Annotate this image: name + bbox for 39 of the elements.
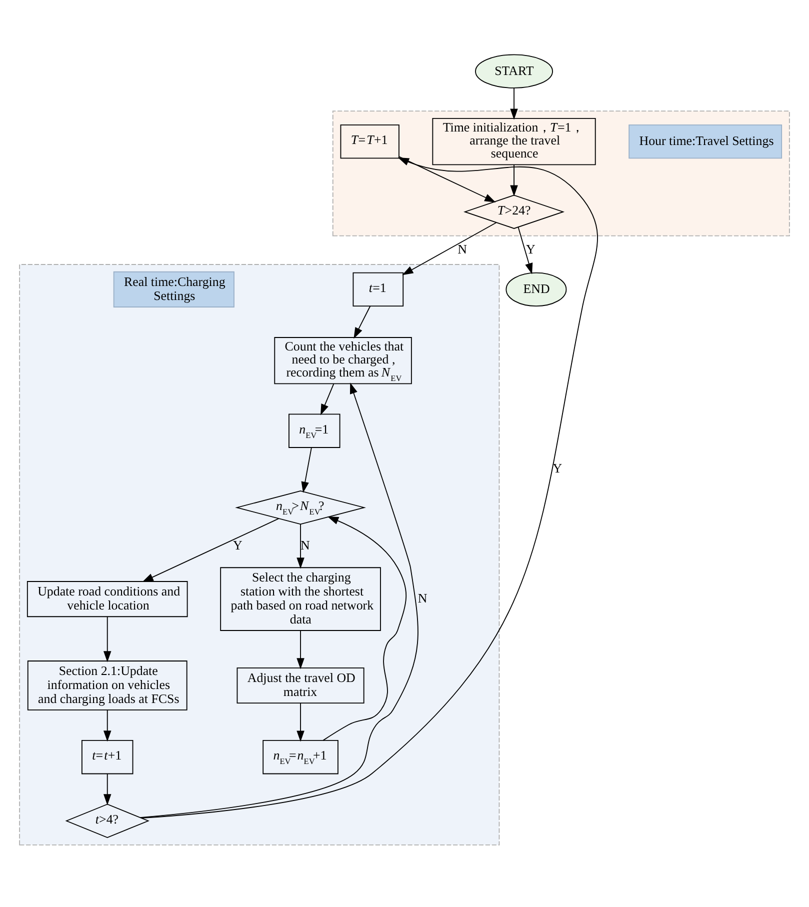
node-diamond: t>4? bbox=[65, 804, 150, 838]
arrow bbox=[103, 710, 112, 742]
node-box: n$_{EV}$=1 bbox=[288, 414, 340, 448]
arrow bbox=[322, 516, 407, 741]
arrow bbox=[296, 524, 304, 569]
arrow bbox=[103, 616, 112, 662]
arrow bbox=[510, 164, 518, 196]
edge-label: Y bbox=[233, 537, 242, 552]
arrow bbox=[140, 157, 598, 819]
arrow bbox=[510, 88, 518, 120]
arrow bbox=[301, 447, 312, 493]
node-box: Hour time:Travel Settings bbox=[628, 124, 782, 159]
node-box: Adjust the travel OD matrix bbox=[236, 667, 364, 704]
arrow bbox=[103, 774, 112, 806]
arrow bbox=[142, 518, 280, 582]
arrow bbox=[398, 156, 496, 202]
node-box: t=1 bbox=[352, 272, 404, 307]
node-box: n$_{EV}$=n$_{EV}$+1 bbox=[262, 740, 338, 774]
arrow bbox=[140, 382, 418, 818]
node-box: Update road conditions and vehicle location bbox=[26, 581, 188, 618]
node-box: t=t+1 bbox=[81, 740, 134, 774]
edge-label: N bbox=[418, 590, 428, 606]
edge-label: N bbox=[458, 242, 467, 257]
node-box: Count the vehicles that need to be charged , recording them as N$_{EV}$ bbox=[274, 337, 412, 384]
node-box: Time initialization，T=1， arrange the travel sequence bbox=[432, 118, 596, 166]
arrow bbox=[354, 306, 371, 339]
edge-label: Y bbox=[526, 242, 536, 257]
edge-label: Y bbox=[552, 460, 562, 476]
arrow bbox=[296, 630, 304, 670]
node-box: T=T+1 bbox=[340, 124, 400, 159]
node-ellipse: END bbox=[506, 272, 567, 307]
arrow bbox=[296, 702, 304, 742]
arrow bbox=[320, 383, 334, 416]
arrow bbox=[518, 226, 533, 274]
node-box: Select the charging station with the shortest path based on road network data bbox=[220, 567, 381, 631]
node-box: Real time:Charging Settings bbox=[113, 271, 234, 308]
cluster bbox=[332, 110, 790, 236]
node-box: Section 2.1:Update information on vehicles and charging loads at FCSs bbox=[27, 660, 188, 710]
node-ellipse: START bbox=[475, 54, 554, 88]
